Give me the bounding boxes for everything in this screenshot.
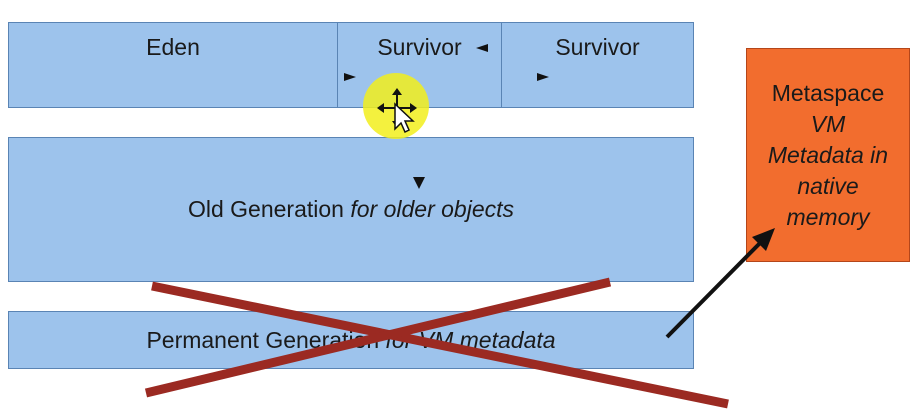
old-generation-note: for older objects bbox=[350, 196, 514, 222]
metaspace-title: Metaspace bbox=[771, 79, 885, 106]
survivor-block-2: Survivor bbox=[501, 22, 694, 108]
metaspace-line-2: Metadata in bbox=[767, 141, 889, 168]
old-generation-title: Old Generation bbox=[187, 196, 344, 222]
old-generation-label: Old Generation for older objects bbox=[188, 196, 514, 223]
eden-label: Eden bbox=[146, 33, 200, 60]
metaspace-line-3: native bbox=[797, 172, 859, 199]
old-generation-block: Old Generation for older objects bbox=[8, 137, 694, 282]
survivor-1-label: Survivor bbox=[377, 33, 462, 60]
permanent-generation-note: for VM metadata bbox=[385, 326, 556, 353]
eden-block: Eden bbox=[8, 22, 338, 108]
metaspace-block: Metaspace VM Metadata in native memory bbox=[746, 48, 910, 262]
survivor-2-label: Survivor bbox=[555, 33, 640, 60]
permanent-generation-title: Permanent Generation bbox=[146, 326, 380, 353]
survivor-block-1: Survivor bbox=[337, 22, 502, 108]
permanent-generation-label: Permanent Generation for VM metadata bbox=[146, 327, 555, 354]
permanent-generation-block: Permanent Generation for VM metadata bbox=[8, 311, 694, 369]
metaspace-line-1: VM bbox=[810, 110, 846, 137]
metaspace-line-4: memory bbox=[786, 203, 870, 230]
